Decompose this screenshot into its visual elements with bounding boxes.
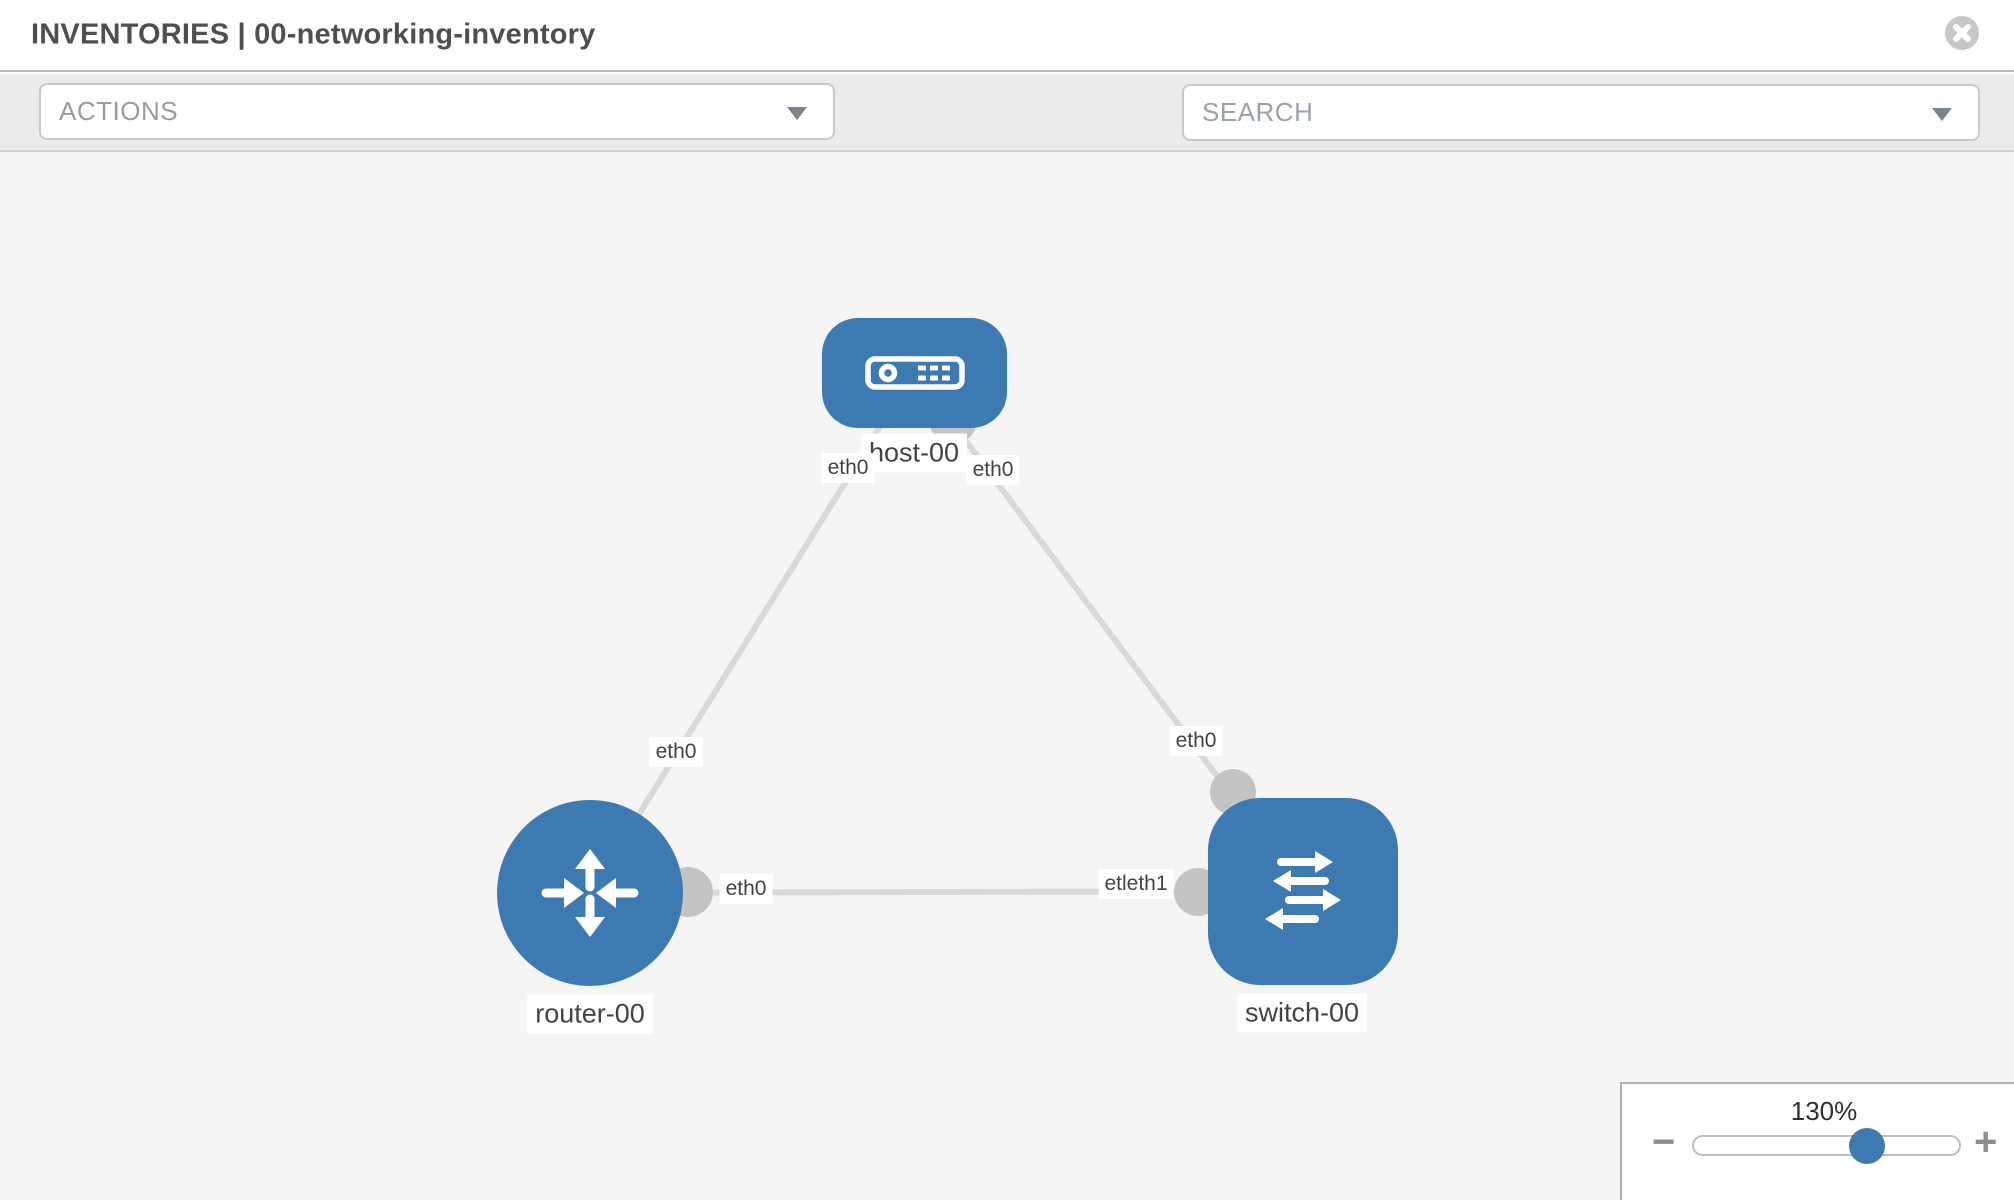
zoom-level: 130% <box>1790 1096 1858 1126</box>
zoom-slider-thumb[interactable] <box>1849 1128 1885 1164</box>
switch-icon <box>1265 850 1341 930</box>
close-icon <box>1945 16 1979 50</box>
host-icon <box>864 356 965 390</box>
zoom-control: 130% − + <box>1620 1082 2014 1200</box>
node-label-router-00: router-00 <box>527 994 653 1034</box>
router-icon <box>541 849 639 937</box>
search-dropdown[interactable]: SEARCH <box>1182 84 1980 141</box>
toolbar: ACTIONS SEARCH <box>0 74 2014 205</box>
zoom-out-button[interactable]: − <box>1652 1120 1676 1164</box>
chevron-down-icon <box>1932 107 1952 121</box>
search-placeholder: SEARCH <box>1202 97 1314 127</box>
node-label-switch-00: switch-00 <box>1236 993 1368 1033</box>
interface-label: eth0 <box>821 453 875 483</box>
interface-label: eth0 <box>1169 726 1223 756</box>
topology-links <box>587 370 1306 917</box>
zoom-slider[interactable] <box>1692 1128 1961 1164</box>
interface-label: etleth1 <box>1098 869 1174 899</box>
node-host-00[interactable] <box>822 318 1007 428</box>
page-title: INVENTORIES | 00-networking-inventory <box>31 18 596 51</box>
chevron-down-icon <box>787 106 807 120</box>
header: INVENTORIES | 00-networking-inventory <box>0 0 2014 72</box>
node-label-host-00: host-00 <box>860 433 968 473</box>
node-router-00[interactable] <box>497 800 683 986</box>
actions-dropdown[interactable]: ACTIONS <box>39 83 835 140</box>
actions-dropdown-label: ACTIONS <box>59 96 179 126</box>
interface-label: eth0 <box>966 455 1020 485</box>
interface-label: eth0 <box>649 737 703 767</box>
topology-canvas[interactable]: host-00 router-00 switch-00 eth0 eth0 et… <box>0 152 2014 1200</box>
interface-label: eth0 <box>719 874 773 904</box>
zoom-in-button[interactable]: + <box>1974 1120 1998 1164</box>
node-switch-00[interactable] <box>1208 798 1398 985</box>
close-button[interactable] <box>1945 16 1979 50</box>
